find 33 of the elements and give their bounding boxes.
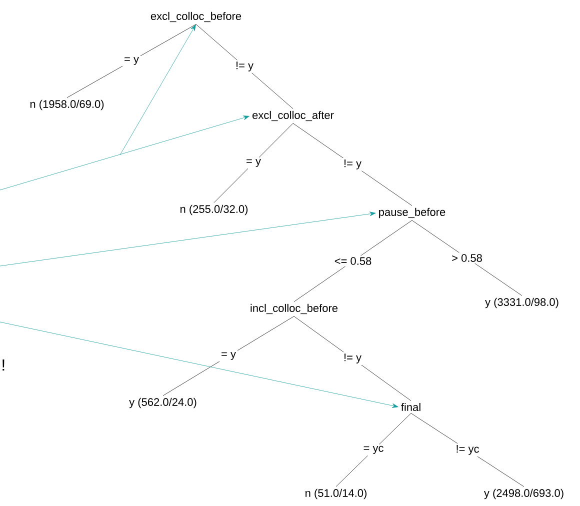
branch-line (66, 24, 196, 98)
split-label: excl_colloc_before (150, 12, 242, 22)
branch-line (294, 316, 412, 401)
arrow (0, 322, 398, 408)
edge-label: > 0.58 (450, 252, 484, 264)
split-label: pause_before (379, 208, 446, 218)
branch-line (196, 24, 294, 109)
arrow (120, 24, 196, 156)
edge-label: != y (342, 158, 364, 171)
edge-label: != yc (454, 444, 481, 456)
split-label: excl_colloc_after (252, 110, 334, 122)
arrow (0, 212, 376, 266)
branch-line (162, 316, 294, 396)
edge-label: = y (122, 55, 140, 67)
edge-label: = y (244, 157, 262, 169)
edge-label: != y (342, 352, 364, 365)
leaf-label: n (51.0/14.0) (306, 488, 366, 500)
leaf-label: y (3331.0/98.0) (485, 298, 558, 308)
split-label: incl_colloc_before (250, 304, 338, 314)
edge-label: = yc (362, 444, 386, 456)
edge-label: = y (220, 350, 238, 362)
leaf-label: n (1958.0/69.0) (30, 100, 104, 110)
edge-label: != y (234, 60, 256, 73)
branch-line (336, 413, 412, 487)
branch-line (292, 123, 412, 206)
leaf-label: y (2498.0/693.0) (484, 488, 564, 500)
leaf-label: n (255.0/32.0) (180, 204, 248, 216)
branch-line (214, 123, 294, 203)
leaf-label: y (562.0/24.0) (129, 398, 196, 408)
split-label: final (401, 402, 420, 412)
edge-label: <= 0.58 (332, 256, 374, 266)
note-mark: ! (2, 360, 4, 370)
arrow (0, 116, 250, 190)
